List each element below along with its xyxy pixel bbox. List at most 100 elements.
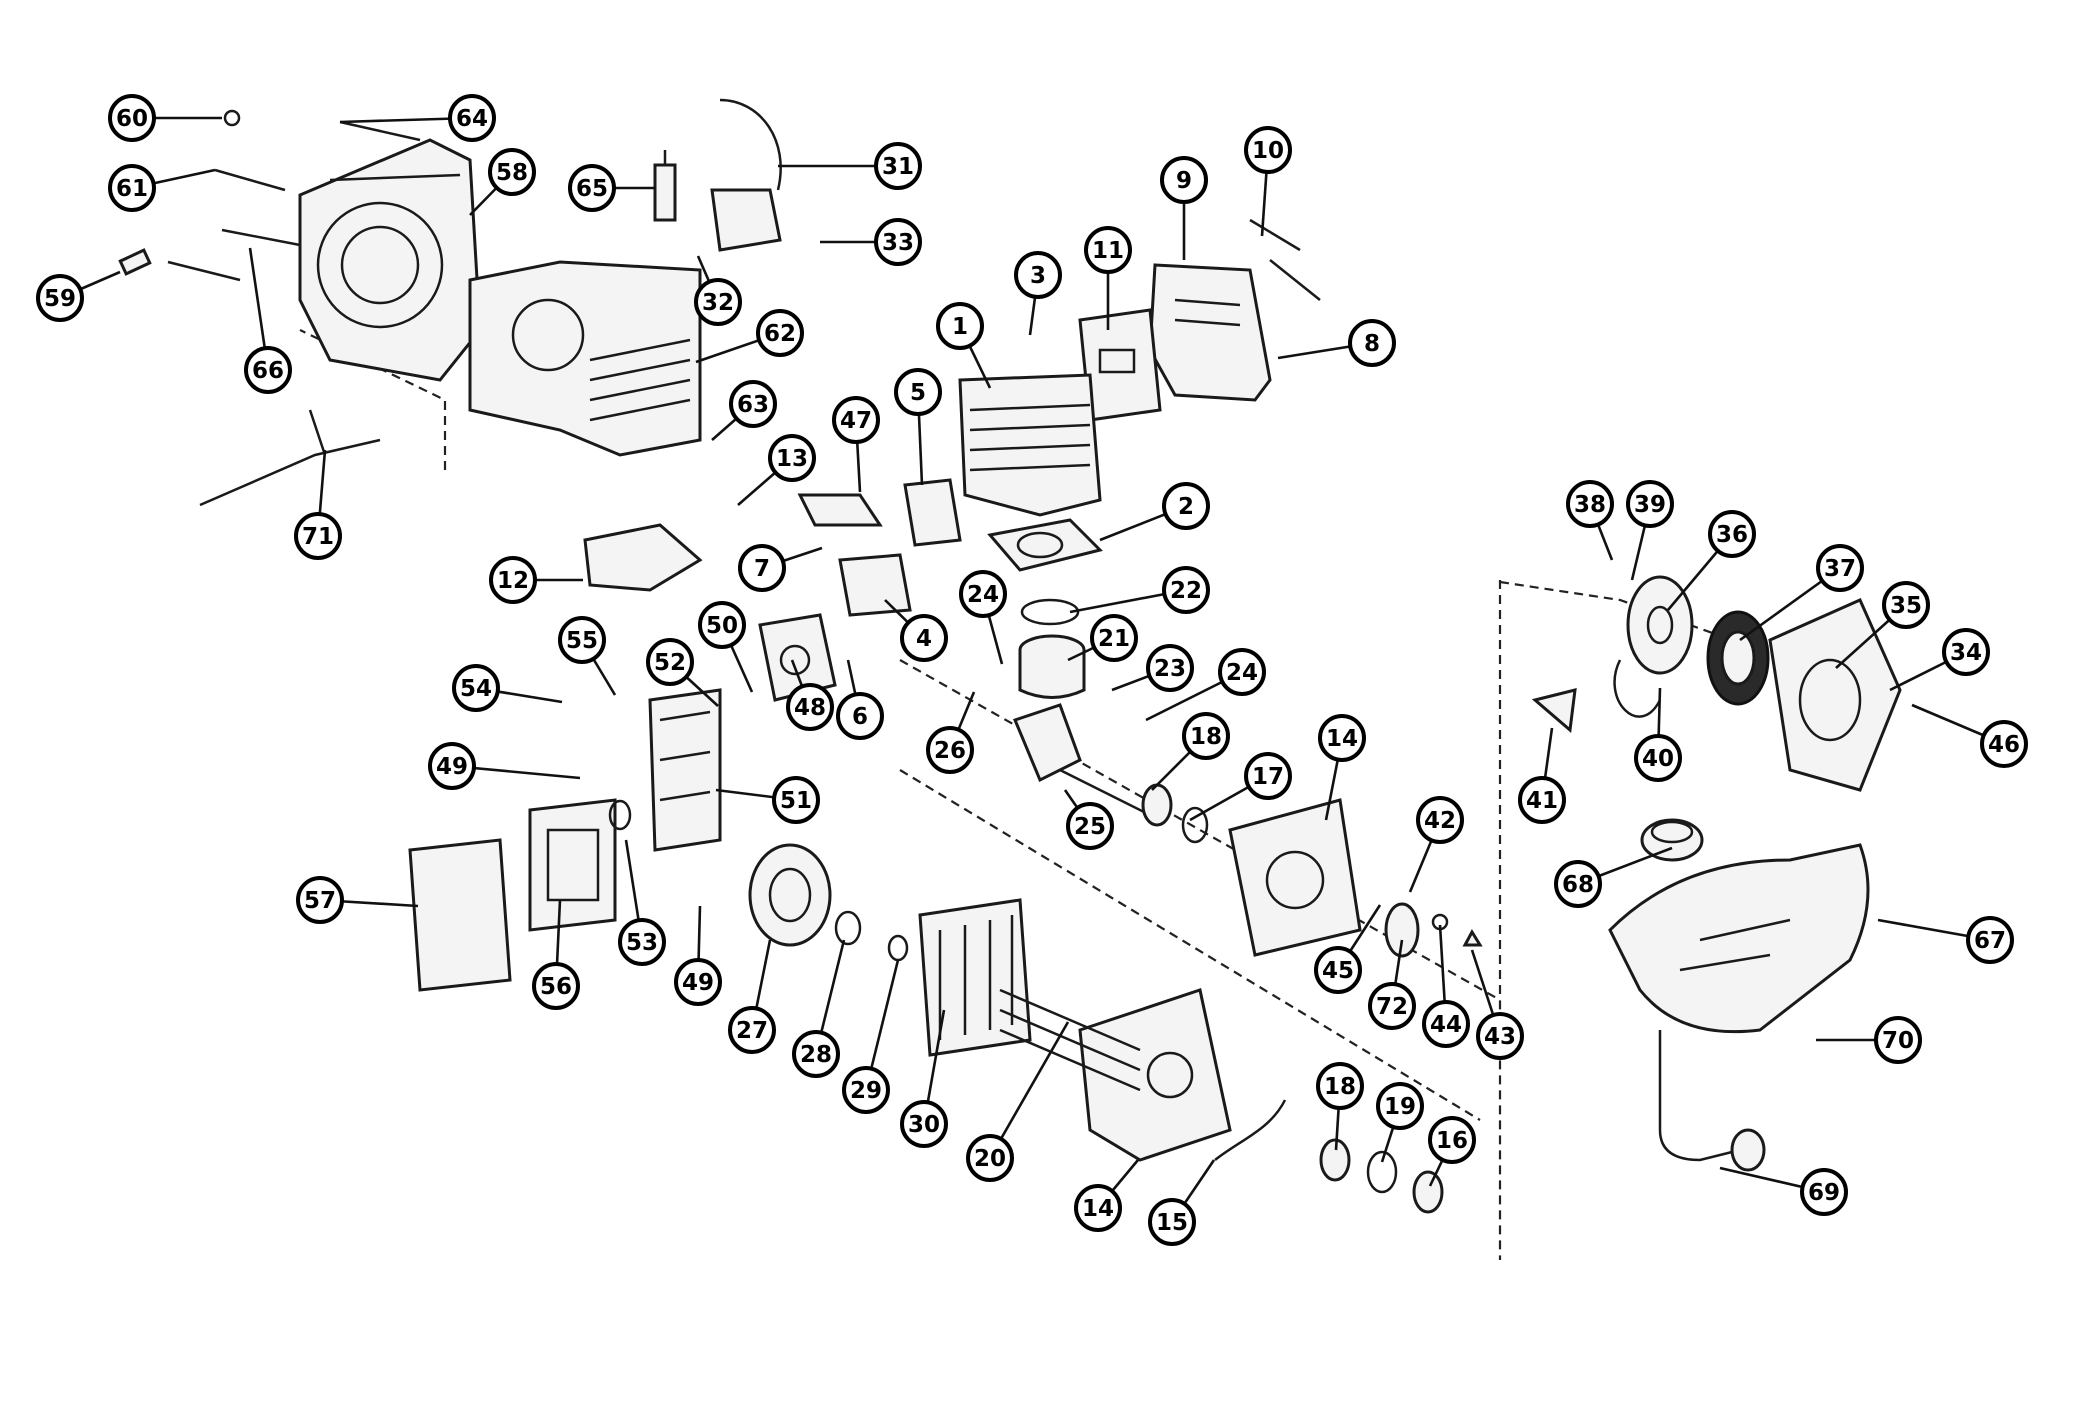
callout-c30: 30: [900, 1100, 948, 1148]
callout-label: 20: [974, 1146, 1006, 1172]
callout-c51: 51: [772, 776, 820, 824]
callout-circle: [874, 218, 922, 266]
fuel-tank-67: [1608, 843, 1870, 1034]
callout-circle: [1942, 628, 1990, 676]
callout-label: 57: [304, 888, 336, 914]
callout-c64: 64: [448, 94, 496, 142]
starter-housing-35: [1768, 598, 1902, 792]
callout-label: 47: [840, 408, 872, 434]
callout-label: 54: [460, 676, 492, 702]
callout-circle: [698, 601, 746, 649]
piston-21: [1018, 634, 1086, 699]
callout-c66: 66: [244, 346, 292, 394]
callout-c4: 4: [900, 614, 948, 662]
intake-gasket-5: [903, 478, 962, 547]
callout-circle: [108, 164, 156, 212]
callout-label: 24: [1226, 660, 1258, 686]
callout-circle: [756, 309, 804, 357]
callout-circle: [966, 1134, 1014, 1182]
callout-c63: 63: [729, 380, 777, 428]
callout-circle: [842, 1066, 890, 1114]
callout-label: 62: [764, 321, 796, 347]
callout-c45: 45: [1314, 946, 1362, 994]
callout-label: 28: [800, 1042, 832, 1068]
callout-c17: 17: [1244, 752, 1292, 800]
callout-circle: [728, 1006, 776, 1054]
callout-c62: 62: [756, 309, 804, 357]
callout-c12: 12: [489, 556, 537, 604]
callout-label: 44: [1430, 1012, 1462, 1038]
callout-c56: 56: [532, 962, 580, 1010]
callout-c42: 42: [1416, 796, 1464, 844]
callout-label: 53: [626, 930, 658, 956]
callout-circle: [1162, 482, 1210, 530]
callout-circle: [900, 1100, 948, 1148]
callout-c58: 58: [488, 148, 536, 196]
callout-label: 26: [934, 738, 966, 764]
callout-circle: [108, 94, 156, 142]
callout-label: 61: [116, 176, 148, 202]
callout-circle: [1566, 480, 1614, 528]
callout-c32: 32: [694, 278, 742, 326]
callout-c46: 46: [1980, 720, 2028, 768]
callout-c68: 68: [1554, 860, 1602, 908]
air-filter-56: [528, 798, 617, 932]
recoil-housing-58: [298, 138, 482, 382]
callout-label: 17: [1252, 764, 1284, 790]
callout-label: 33: [882, 230, 914, 256]
callout-c6: 6: [836, 692, 884, 740]
callout-c52: 52: [646, 638, 694, 686]
callout-c60: 60: [108, 94, 156, 142]
callout-c37: 37: [1816, 544, 1864, 592]
callout-c41: 41: [1518, 776, 1566, 824]
callout-circle: [618, 918, 666, 966]
callout-label: 23: [1154, 656, 1186, 682]
callout-circle: [832, 396, 880, 444]
callout-label: 11: [1092, 238, 1124, 264]
drive-parts-42: [1384, 902, 1483, 958]
callout-c14a: 14: [1318, 714, 1366, 762]
callout-circle: [568, 164, 616, 212]
washer-28: [834, 910, 862, 946]
callout-circle: [786, 683, 834, 731]
leader-line-c20: [988, 1021, 1070, 1159]
callout-circle: [244, 346, 292, 394]
callout-label: 66: [252, 358, 284, 384]
callout-circle: [1816, 544, 1864, 592]
callout-label: 18: [1324, 1074, 1356, 1100]
callout-circle: [489, 556, 537, 604]
callout-circle: [428, 742, 476, 790]
crankcase-14-upper: [1228, 798, 1362, 957]
callout-c24a: 24: [959, 570, 1007, 618]
callout-c20: 20: [966, 1134, 1014, 1182]
callout-label: 35: [1890, 593, 1922, 619]
callout-circle: [1634, 734, 1682, 782]
callout-label: 10: [1252, 138, 1284, 164]
callout-label: 6: [852, 704, 868, 730]
callout-circle: [1090, 614, 1138, 662]
callout-c55: 55: [558, 616, 606, 664]
callout-circle: [1422, 1000, 1470, 1048]
callout-label: 12: [497, 568, 529, 594]
callout-label: 4: [916, 626, 932, 652]
callout-circle: [1554, 860, 1602, 908]
starter-rope-40-41: [1531, 659, 1662, 733]
callout-c28: 28: [792, 1030, 840, 1078]
callout-circle: [936, 302, 984, 350]
callout-label: 25: [1074, 814, 1106, 840]
callout-label: 27: [736, 1018, 768, 1044]
engine-cover-62: [468, 260, 702, 457]
callout-label: 5: [910, 380, 926, 406]
callout-c61: 61: [108, 164, 156, 212]
callout-circle: [532, 962, 580, 1010]
ignition-module-31: [710, 98, 782, 252]
flywheel-27: [748, 843, 832, 947]
spark-plug-65: [653, 150, 677, 222]
callout-label: 29: [850, 1078, 882, 1104]
callout-circle: [894, 368, 942, 416]
callout-label: 49: [436, 754, 468, 780]
callout-circle: [874, 142, 922, 190]
callout-label: 72: [1376, 994, 1408, 1020]
callout-circle: [792, 1030, 840, 1078]
